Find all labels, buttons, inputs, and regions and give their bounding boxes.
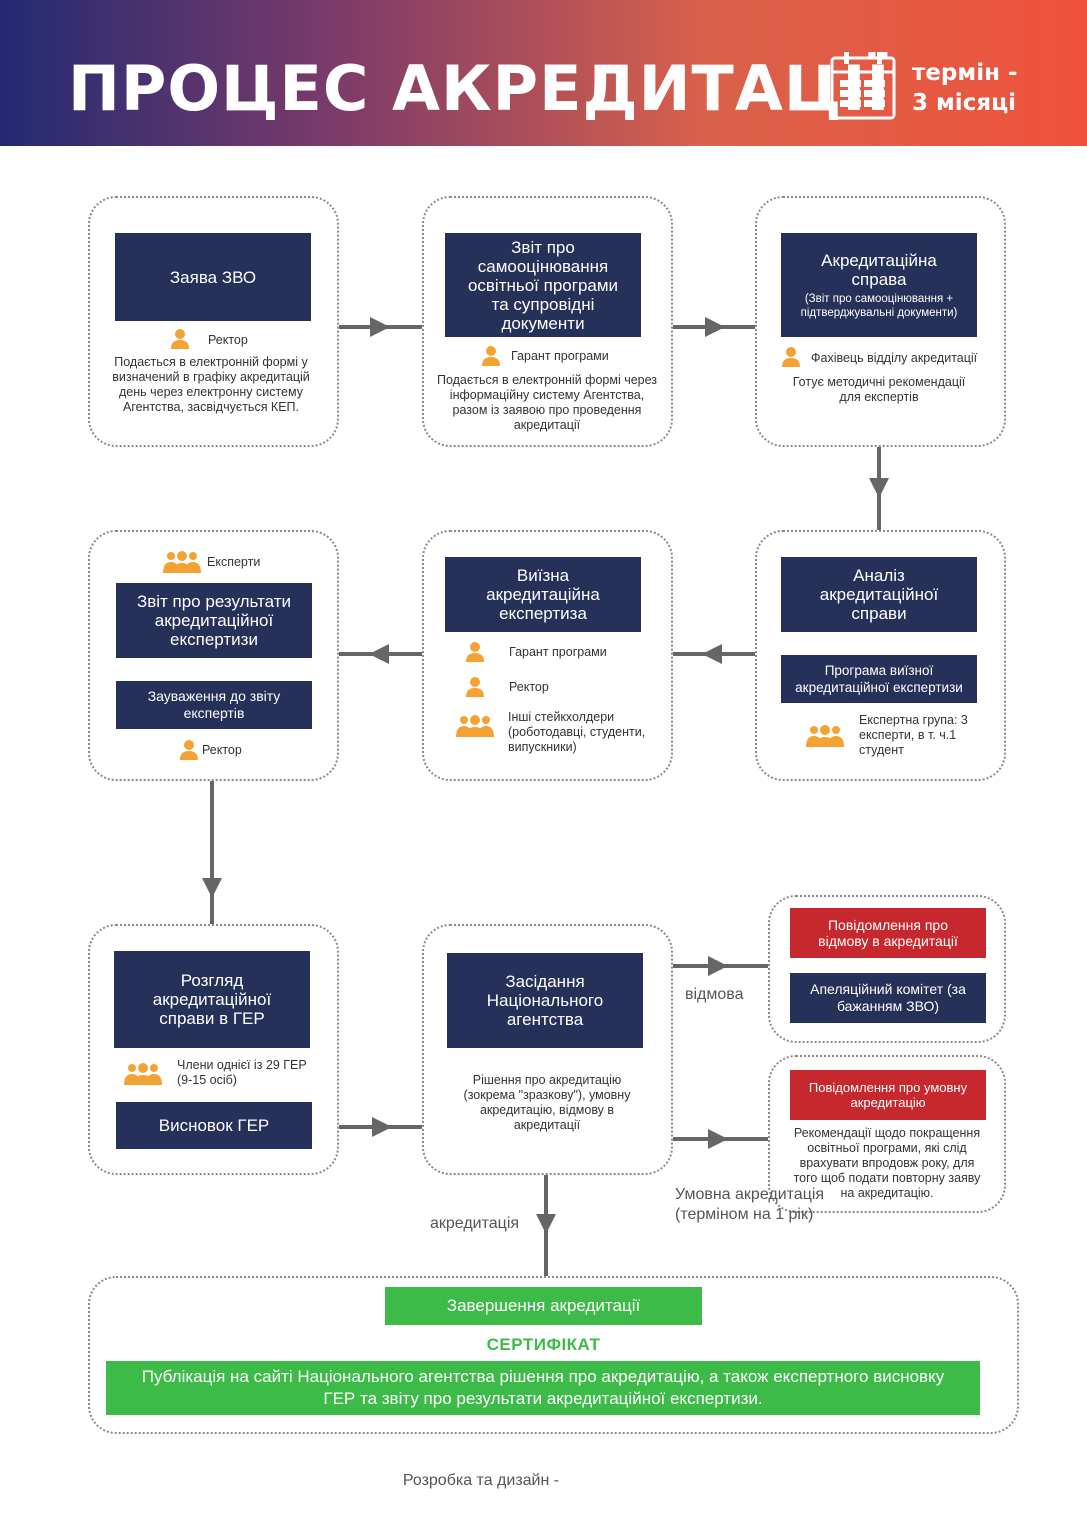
person-icon <box>482 346 500 366</box>
role-ger-members: Члени однієї із 29 ГЕР (9-15 осіб) <box>177 1058 307 1087</box>
box-case-analysis: Аналіз акредитаційної справи <box>781 557 977 632</box>
box-appeal-committee: Апеляційний комітет (за бажанням ЗВО) <box>790 973 986 1023</box>
role-guarantor: Гарант програми <box>511 349 609 363</box>
footer-credit: Розробка та дизайн - <box>402 1472 560 1489</box>
calendar-icon <box>830 52 896 120</box>
box-application: Заява ЗВО <box>115 233 311 321</box>
group-icon <box>456 715 494 737</box>
box-conditional-notice: Повідомлення про умовну акредитацію <box>790 1070 986 1120</box>
label-conditional: Умовна акредитація (терміном на 1 рік) <box>675 1186 825 1223</box>
role-expert-group: Експертна група: 3 експерти, в т. ч.1 ст… <box>859 713 968 757</box>
box-completion: Завершення акредитації <box>385 1287 702 1325</box>
term-label: термін - 3 місяці <box>912 60 1018 116</box>
person-icon <box>171 329 189 349</box>
step8-description: Рішення про акредитацію (зокрема "зразко… <box>463 1073 631 1132</box>
role-stakeholders: Інші стейкхолдери (роботодавці, студенти… <box>508 710 646 754</box>
step1-description: Подається в електронній формі у визначен… <box>112 355 310 414</box>
role-rector: Ректор <box>208 333 248 347</box>
person-icon <box>466 642 484 662</box>
role-rector: Ректор <box>202 743 242 757</box>
person-icon <box>466 677 484 697</box>
box-agency-meeting: Засідання Національного агентства <box>447 953 643 1048</box>
certificate-label: СЕРТИФІКАТ <box>486 1335 601 1354</box>
box-visit-program: Програма виїзної акредитаційної експерти… <box>781 655 977 703</box>
box-accreditation-case: Акредитаційна справа (Звіт про самооціню… <box>781 233 977 337</box>
box-report-remarks: Зауваження до звіту експертів <box>116 681 312 729</box>
page-title: ПРОЦЕС АКРЕДИТАЦІЇ <box>68 52 891 125</box>
role-rector: Ректор <box>509 680 549 694</box>
box-publication: Публікація на сайті Національного агентс… <box>106 1361 980 1415</box>
role-specialist: Фахівець відділу акредитації <box>811 351 978 365</box>
box-expert-report: Звіт про результати акредитаційної експе… <box>116 583 312 658</box>
label-accreditation: акредитація <box>430 1215 520 1232</box>
label-refusal: відмова <box>685 986 744 1003</box>
box-refusal-notice: Повідомлення про відмову в акредитації <box>790 908 986 958</box>
box-self-assessment: Звіт про самооцінювання освітньої програ… <box>445 233 641 337</box>
role-experts: Експерти <box>207 555 261 569</box>
group-icon <box>163 551 201 573</box>
role-guarantor: Гарант програми <box>509 645 607 659</box>
person-icon <box>180 740 198 760</box>
step2-description: Подається в електронній формі через інфо… <box>436 373 658 432</box>
person-icon <box>782 347 800 367</box>
group-icon <box>806 725 844 747</box>
box-ger-review: Розгляд акредитаційної справи в ГЕР <box>114 951 310 1048</box>
box-site-visit: Виїзна акредитаційна експертиза <box>445 557 641 632</box>
conditional-description: Рекомендації щодо покращення освітньої п… <box>793 1126 981 1200</box>
header-banner: ПРОЦЕС АКРЕДИТАЦІЇ термін - 3 місяці <box>0 0 1087 146</box>
step3-description: Готує методичні рекомендації для експерт… <box>792 375 966 404</box>
group-icon <box>124 1063 162 1085</box>
box-ger-conclusion: Висновок ГЕР <box>116 1102 312 1149</box>
